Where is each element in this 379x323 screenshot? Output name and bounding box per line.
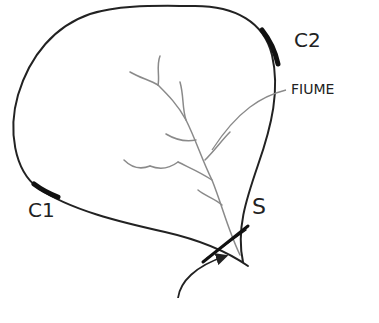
contour-label: C2 [294, 30, 321, 50]
c2-mark [262, 30, 278, 64]
c1-mark [34, 184, 58, 197]
outlet-arrow [178, 256, 226, 298]
section-line [207, 230, 246, 258]
leader-line [212, 90, 286, 150]
river-network [124, 56, 240, 255]
river-label: FIUME [291, 82, 334, 96]
section-label: S [252, 196, 266, 218]
contour-label: C1 [28, 200, 55, 220]
watershed-outline [13, 6, 275, 266]
